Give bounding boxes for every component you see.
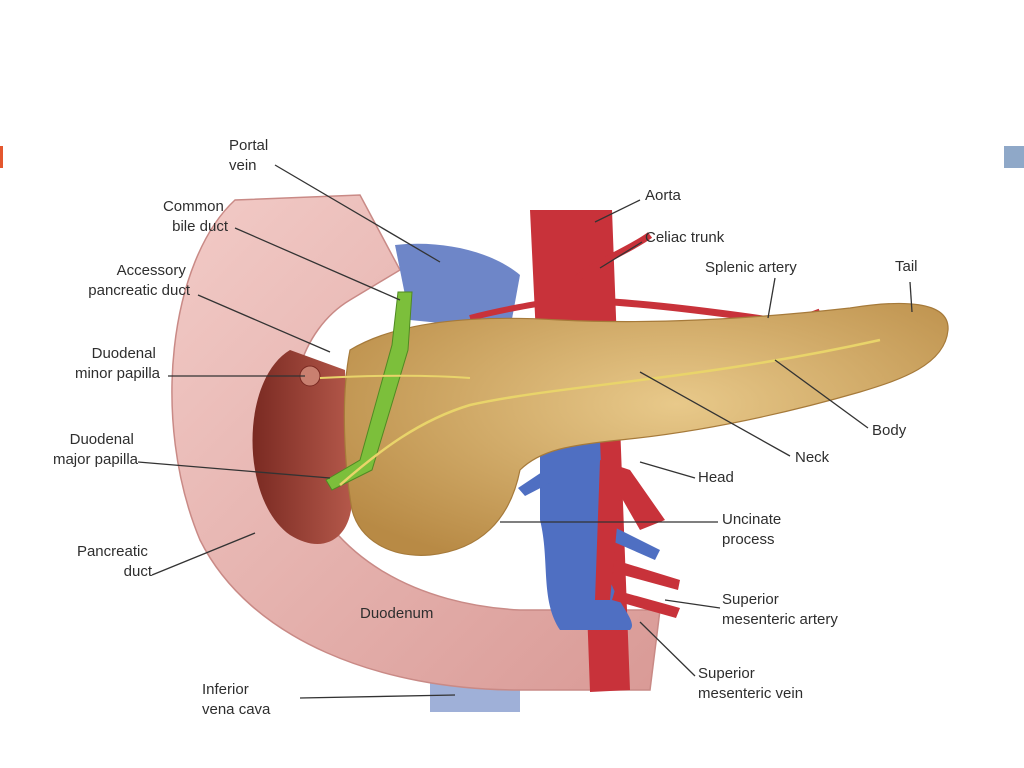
label-tail: Tail: [895, 258, 918, 275]
label-duodenum: Duodenum: [360, 605, 433, 622]
label-duodenal-minor-papilla: Duodenal minor papilla: [75, 345, 161, 382]
sma-branch: [612, 590, 680, 618]
portal-vein: [395, 243, 520, 330]
smv-branch: [518, 470, 552, 496]
label-celiac-trunk: Celiac trunk: [645, 229, 725, 246]
leader-common-bile-duct: [234, 227, 401, 301]
accessory-duct-line: [319, 374, 471, 379]
label-head: Head: [698, 469, 734, 486]
slide-accent-bar-right: [1004, 146, 1024, 168]
leader-inferior-vena-cava: [299, 694, 456, 699]
leader-celiac-trunk: [599, 241, 643, 269]
celiac-trunk: [572, 232, 653, 283]
main-pancreatic-duct: [339, 338, 881, 486]
duodenal-interior: [252, 350, 352, 544]
leader-portal-vein: [274, 164, 441, 263]
label-body: Body: [872, 422, 907, 439]
label-aorta: Aorta: [645, 187, 682, 204]
superior-mesenteric-artery: [595, 460, 665, 600]
leader-head: [639, 461, 696, 479]
label-uncinate-process: Uncinate process: [722, 511, 785, 548]
label-common-bile-duct: Common bile duct: [163, 198, 229, 235]
leader-duodenal-major-papilla: [137, 461, 331, 479]
label-pancreatic-duct: Pancreatic duct: [77, 543, 153, 580]
pancreas: [343, 302, 949, 556]
leader-tail: [909, 281, 913, 313]
hepatic-artery: [469, 297, 561, 321]
sma-branch: [612, 560, 680, 590]
leader-body: [774, 359, 869, 429]
label-duodenal-major-papilla: Duodenal major papilla: [53, 431, 139, 468]
label-inferior-vena-cava: Inferior vena cava: [202, 681, 271, 718]
leader-superior-mesenteric-vein: [639, 621, 696, 677]
slide-accent-bar-left: [0, 146, 3, 168]
leader-lines: [137, 164, 913, 699]
label-splenic-artery: Splenic artery: [705, 259, 797, 276]
leader-splenic-artery: [767, 277, 776, 319]
leader-superior-mesenteric-artery: [664, 599, 721, 609]
common-bile-duct: [325, 291, 413, 491]
leader-neck: [639, 371, 791, 457]
label-superior-mesenteric-vein: Superior mesenteric vein: [698, 665, 803, 702]
leader-accessory-pancreatic-duct: [197, 294, 331, 353]
label-accessory-pancreatic-duct: Accessory pancreatic duct: [88, 262, 191, 299]
leader-aorta: [594, 199, 641, 223]
label-neck: Neck: [795, 449, 830, 466]
label-portal-vein: Portal vein: [229, 137, 272, 174]
leader-pancreatic-duct: [151, 532, 256, 576]
label-superior-mesenteric-artery: Superior mesenteric artery: [722, 591, 838, 628]
